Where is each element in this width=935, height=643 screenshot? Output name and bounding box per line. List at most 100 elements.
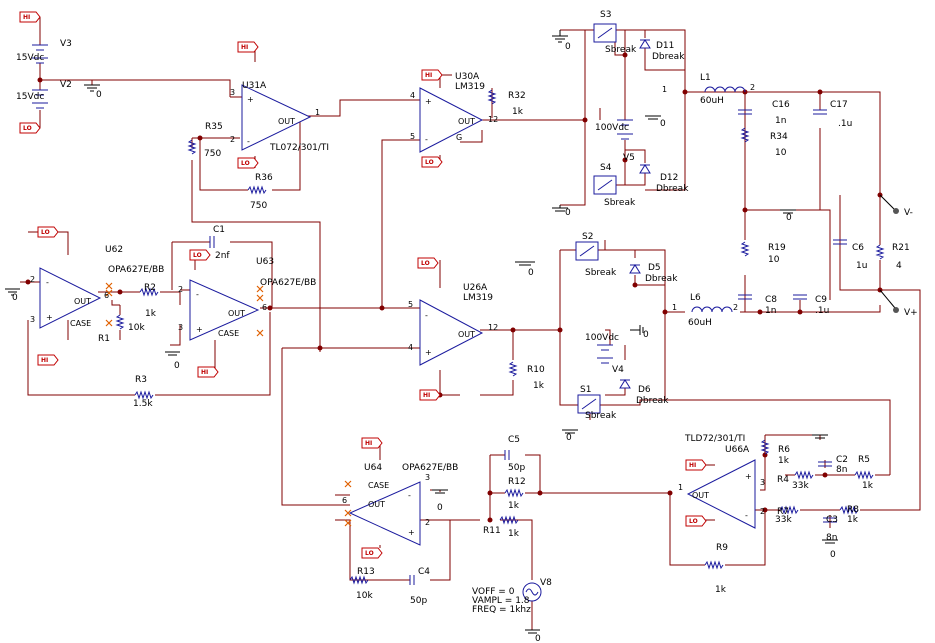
lo-label: LO bbox=[19, 122, 41, 134]
gnd-zero-c3: 0 bbox=[830, 550, 836, 560]
inductors bbox=[691, 86, 746, 313]
svg-text:HI: HI bbox=[423, 392, 430, 399]
c4-ref: C4 bbox=[418, 567, 430, 577]
vplus-probe: V+ bbox=[904, 308, 918, 318]
pin-number: 2 bbox=[178, 285, 183, 294]
s3-ref: S3 bbox=[600, 10, 611, 20]
r3-value: 1.5k bbox=[133, 399, 153, 409]
c17-value: .1u bbox=[838, 119, 852, 129]
r9-ref: R9 bbox=[716, 543, 728, 553]
l1-pin1: 1 bbox=[662, 85, 667, 94]
svg-text:HI: HI bbox=[41, 357, 48, 364]
d11-ref: D11 bbox=[656, 41, 674, 51]
svg-text:LO: LO bbox=[425, 159, 434, 166]
svg-text:+: + bbox=[425, 97, 432, 106]
opamp-u31a: +- OUT bbox=[241, 84, 312, 151]
u30a-type: LM319 bbox=[455, 82, 485, 92]
r10-ref: R10 bbox=[527, 365, 545, 375]
hi-label: HI bbox=[197, 366, 219, 378]
u26a-type: LM319 bbox=[463, 293, 493, 303]
r35-ref: R35 bbox=[205, 122, 223, 132]
r36-ref: R36 bbox=[255, 173, 273, 183]
pin-number: 6 bbox=[104, 291, 109, 300]
v4-value: 100Vdc bbox=[585, 333, 619, 343]
pin-number: 5 bbox=[408, 300, 413, 309]
u66a-type: TLD72/301/TI bbox=[684, 434, 745, 444]
svg-text:CASE: CASE bbox=[70, 319, 91, 328]
v8-freq: FREQ = 1khz bbox=[472, 605, 531, 615]
pin-number: 6 bbox=[342, 496, 347, 505]
d5-ref: D5 bbox=[648, 263, 661, 273]
svg-text:-: - bbox=[196, 290, 199, 299]
r2-ref: R2 bbox=[144, 283, 156, 293]
l1-ref: L1 bbox=[700, 73, 711, 83]
l6-ref: L6 bbox=[690, 293, 701, 303]
gnd-zero-u63: 0 bbox=[174, 361, 180, 371]
pin-number: 2 bbox=[760, 507, 765, 516]
gnd-zero-s2: 0 bbox=[528, 268, 534, 278]
resistors bbox=[115, 89, 885, 585]
gnd-zero-s4: 0 bbox=[565, 208, 571, 218]
s4-ref: S4 bbox=[600, 163, 612, 173]
hi-label: HI bbox=[421, 69, 443, 81]
r21-value: 4 bbox=[896, 261, 902, 271]
gnd-zero-u64: 0 bbox=[437, 503, 443, 513]
v5-value: 100Vdc bbox=[595, 123, 629, 133]
r6-value: 1k bbox=[778, 456, 790, 466]
c3-ref: C3 bbox=[826, 515, 838, 525]
pin-number: 2 bbox=[425, 518, 430, 527]
hi-label: HI bbox=[685, 459, 707, 471]
batteries bbox=[32, 44, 633, 602]
d11-type: Dbreak bbox=[652, 52, 685, 62]
r9-value: 1k bbox=[715, 585, 727, 595]
u64-type: OPA627E/BB bbox=[402, 463, 458, 473]
c5-ref: C5 bbox=[508, 435, 520, 445]
r3-ref: R3 bbox=[135, 375, 147, 385]
u26a-ref: U26A bbox=[463, 283, 488, 293]
grounds bbox=[5, 30, 838, 634]
d5-type: Dbreak bbox=[645, 274, 678, 284]
u64-ref: U64 bbox=[364, 463, 382, 473]
pin-numbers: 3 2 1 4 5 12 5 4 12 2 3 6 2 3 6 3 2 6 3 … bbox=[30, 88, 765, 527]
comparator-u30a: +- OUT G bbox=[419, 87, 484, 153]
pin-number: 5 bbox=[410, 132, 415, 141]
c2-value: 8n bbox=[836, 465, 847, 475]
s2-ref: S2 bbox=[582, 232, 593, 242]
r12-value: 1k bbox=[508, 501, 520, 511]
r36-value: 750 bbox=[250, 201, 267, 211]
r11-ref: R11 bbox=[483, 526, 501, 536]
lo-label: LO bbox=[417, 257, 439, 269]
comparator-u26a: -+ OUT bbox=[419, 299, 484, 366]
pin-number: 4 bbox=[410, 91, 415, 100]
r8-value: 1k bbox=[847, 515, 859, 525]
r8-ref: R8 bbox=[847, 505, 859, 515]
svg-text:LO: LO bbox=[193, 252, 202, 259]
c8-value: 1n bbox=[765, 306, 776, 316]
c2-ref: C2 bbox=[836, 455, 848, 465]
nc-markers bbox=[105, 282, 352, 527]
s1-ref: S1 bbox=[580, 385, 591, 395]
switches bbox=[575, 23, 617, 414]
pin-number: 3 bbox=[30, 315, 35, 324]
svg-text:LO: LO bbox=[689, 518, 698, 525]
r10-value: 1k bbox=[533, 381, 545, 391]
hi-label: HI bbox=[419, 389, 441, 401]
probe-markers bbox=[879, 194, 899, 313]
r1-value: 10k bbox=[128, 323, 145, 333]
c17-ref: C17 bbox=[830, 100, 848, 110]
pin-number: 12 bbox=[488, 115, 498, 124]
pin-number: 2 bbox=[230, 135, 235, 144]
u63-ref: U63 bbox=[256, 257, 274, 267]
svg-text:LO: LO bbox=[241, 160, 250, 167]
s1-type: Sbreak bbox=[585, 411, 617, 421]
svg-text:OUT: OUT bbox=[692, 491, 709, 500]
svg-text:OUT: OUT bbox=[278, 117, 295, 126]
r21-ref: R21 bbox=[892, 243, 910, 253]
gnd-zero-r34: 0 bbox=[786, 213, 792, 223]
svg-text:OUT: OUT bbox=[228, 309, 245, 318]
capacitors bbox=[209, 109, 847, 585]
